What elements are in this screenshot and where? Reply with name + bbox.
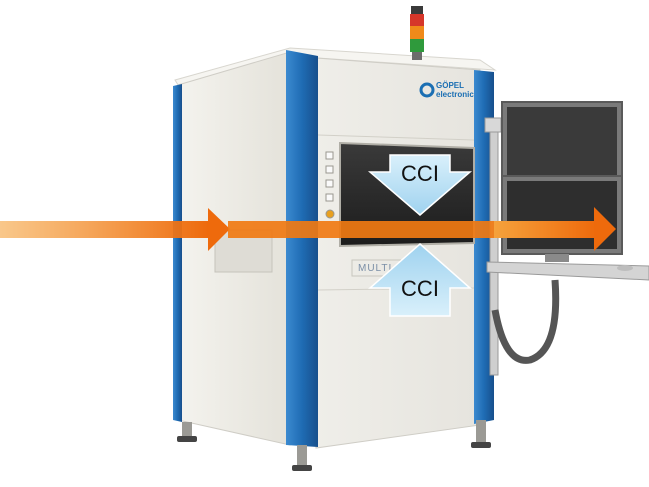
side-frame-left [173, 84, 182, 422]
tower-light-green [410, 39, 424, 52]
flow-arrow-shaft-middle [228, 221, 494, 238]
keyboard-tray [486, 261, 649, 281]
brand-line2: electronic [436, 90, 474, 99]
front-frame-left [286, 50, 318, 447]
brand-logo-icon [419, 82, 435, 98]
machine-feet [177, 420, 491, 471]
monitor-station [484, 101, 649, 376]
front-frame-right [474, 70, 494, 424]
brand-logo: GÖPEL electronic [419, 81, 474, 99]
tower-light-red [410, 14, 424, 26]
model-label: MULTI L [358, 263, 403, 274]
flow-arrow-head-right [594, 207, 616, 251]
control-buttons [325, 151, 335, 219]
cci-arrow-top: CCI [367, 154, 473, 216]
tower-light-orange [410, 26, 424, 39]
cable [491, 279, 560, 364]
brand-line1: GÖPEL [436, 81, 464, 90]
signal-tower [410, 6, 424, 60]
cci-label-bottom: CCI [401, 276, 439, 301]
cci-arrow-down-shape [367, 154, 473, 216]
monitor-arm [489, 119, 499, 376]
mouse [617, 265, 633, 271]
flow-arrow-head-left [208, 208, 230, 251]
pcb-flow-arrow [0, 207, 616, 251]
cci-arrow-bottom: CCI [368, 243, 472, 317]
flow-arrow-shaft-left [0, 221, 208, 238]
cci-arrow-up-shape [368, 243, 472, 317]
machine-body: MULTI L GÖPEL electronic [173, 6, 497, 471]
front-panel [315, 57, 481, 449]
flow-arrow-shaft-right [494, 221, 596, 238]
cci-label-top: CCI [401, 161, 439, 186]
